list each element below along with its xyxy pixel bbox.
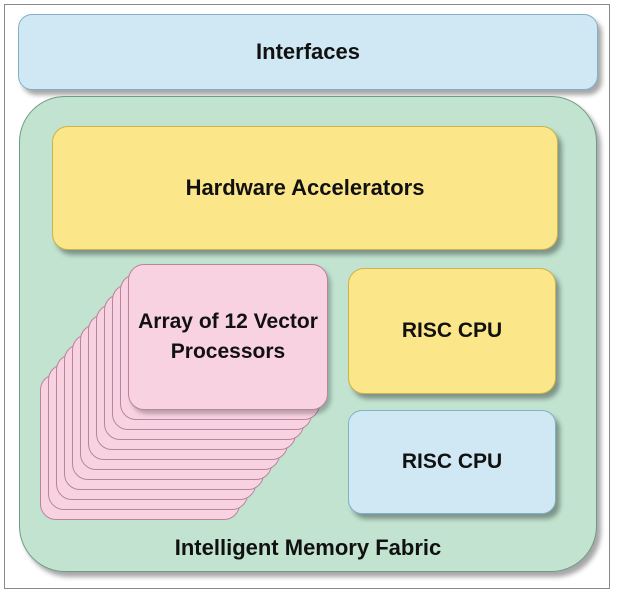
risc-cpu-label-1: RISC CPU: [401, 319, 503, 342]
interfaces-label: Interfaces: [256, 39, 360, 64]
risc-cpu-label-2: RISC CPU: [401, 450, 503, 473]
interfaces-block: Interfaces: [18, 14, 598, 90]
vector-processor-card: [128, 264, 328, 410]
vector-processors-label: Array of 12 Vector Processors: [138, 309, 318, 363]
memory-fabric-label: Intelligent Memory Fabric: [174, 535, 442, 560]
risc-cpu-block-2: RISC CPU: [348, 410, 556, 514]
risc-cpu-block-1: RISC CPU: [348, 268, 556, 394]
hardware-accelerators-block: Hardware Accelerators: [52, 126, 558, 250]
hardware-accelerators-label: Hardware Accelerators: [185, 175, 425, 200]
